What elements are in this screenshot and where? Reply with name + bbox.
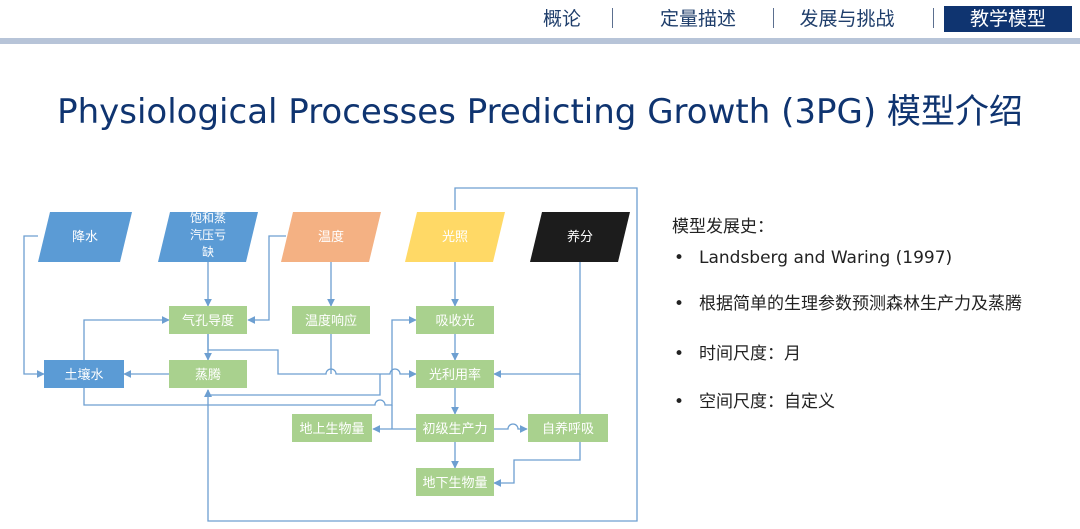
note-item: • 空间尺度：自定义 xyxy=(672,391,1072,413)
bullet-icon: • xyxy=(674,392,685,412)
page-title: Physiological Processes Predicting Growt… xyxy=(57,92,1023,132)
input-vpd-label-2: 汽压亏 xyxy=(190,227,226,242)
edge-transpiration-lightuse xyxy=(207,334,417,378)
note-text: 时间尺度：月 xyxy=(699,344,801,364)
process-stomatal-label: 气孔导度 xyxy=(182,313,234,329)
edge-outer-loop xyxy=(204,187,638,522)
process-autotrophic-respiration: 自养呼吸 xyxy=(528,414,608,442)
note-item: • 时间尺度：月 xyxy=(672,343,1072,365)
model-flow-diagram: 降水 饱和蒸 汽压亏 缺 温度 光照 养分 气孔导度 温度响应 吸收光 土壤水 … xyxy=(23,187,638,522)
edge-soilwater-stomatal xyxy=(83,316,170,360)
nav-divider xyxy=(773,8,774,28)
edge-soilwater-absorbed xyxy=(83,316,417,406)
process-light-use-efficiency: 光利用率 xyxy=(416,360,494,388)
input-light-label: 光照 xyxy=(442,230,468,245)
process-absorbed-light: 吸收光 xyxy=(416,306,494,334)
note-text: 根据简单的生理参数预测森林生产力及蒸腾 xyxy=(699,294,1022,314)
nav-tab-development[interactable]: 发展与挑战 xyxy=(799,8,895,30)
input-vpd-label-3: 缺 xyxy=(202,244,214,259)
process-aboveground-label: 地上生物量 xyxy=(299,422,364,437)
input-nutrients-label: 养分 xyxy=(567,229,593,245)
note-text: 空间尺度：自定义 xyxy=(699,392,835,412)
connector-lines xyxy=(23,187,638,522)
note-text: Landsberg and Waring (1997) xyxy=(699,248,953,268)
nav-tab-quantitative[interactable]: 定量描述 xyxy=(659,8,736,30)
model-history-notes: 模型发展史： • Landsberg and Waring (1997) • 根据简… xyxy=(672,212,1072,413)
bullet-icon: • xyxy=(674,248,685,268)
nav-underline xyxy=(0,38,1080,44)
input-vpd: 饱和蒸 汽压亏 缺 xyxy=(158,210,258,262)
notes-list: • Landsberg and Waring (1997) • 根据简单的生理参数预… xyxy=(672,247,1072,413)
note-item: • 根据简单的生理参数预测森林生产力及蒸腾 xyxy=(672,293,1072,315)
process-gpp-label: 初级生产力 xyxy=(422,422,487,437)
nav-tab-teaching-model[interactable]: 教学模型 xyxy=(944,6,1072,32)
edge-rain-soilwater xyxy=(23,235,45,378)
input-rain: 降水 xyxy=(38,212,132,262)
process-temp-response-label: 温度响应 xyxy=(305,313,357,329)
input-temperature-label: 温度 xyxy=(318,229,344,245)
edge-gpp-autotrophic xyxy=(494,423,528,433)
process-absorbed-light-label: 吸收光 xyxy=(435,314,474,329)
nav-divider xyxy=(933,8,934,28)
note-item: • Landsberg and Waring (1997) xyxy=(672,247,1072,269)
input-nutrients: 养分 xyxy=(530,212,630,262)
edge-temp-stomatal xyxy=(247,235,286,324)
input-vpd-label-1: 饱和蒸 xyxy=(190,210,226,225)
process-transpiration-label: 蒸腾 xyxy=(195,367,221,383)
process-stomatal-conductance: 气孔导度 xyxy=(169,306,247,334)
input-temperature: 温度 xyxy=(281,212,381,262)
process-light-use-label: 光利用率 xyxy=(429,367,481,383)
process-temperature-response: 温度响应 xyxy=(292,306,370,334)
input-light: 光照 xyxy=(405,212,505,262)
edge-nutrients-lightuse xyxy=(493,262,581,378)
process-belowground-biomass: 地下生物量 xyxy=(416,468,494,496)
process-soil-water: 土壤水 xyxy=(44,360,124,388)
notes-heading: 模型发展史： xyxy=(672,217,774,237)
nav-tab-overview[interactable]: 概论 xyxy=(542,8,581,30)
input-rain-label: 降水 xyxy=(72,230,98,245)
bullet-icon: • xyxy=(674,344,685,364)
process-aboveground-biomass: 地上生物量 xyxy=(292,414,372,442)
process-transpiration: 蒸腾 xyxy=(169,360,247,388)
process-soil-water-label: 土壤水 xyxy=(64,367,103,383)
top-nav: 概论 定量描述 发展与挑战 教学模型 xyxy=(0,0,1080,44)
process-primary-productivity: 初级生产力 xyxy=(416,414,494,442)
bullet-icon: • xyxy=(674,294,685,314)
nav-divider xyxy=(612,8,613,28)
process-belowground-label: 地下生物量 xyxy=(422,476,487,491)
process-autotrophic-label: 自养呼吸 xyxy=(542,421,594,437)
